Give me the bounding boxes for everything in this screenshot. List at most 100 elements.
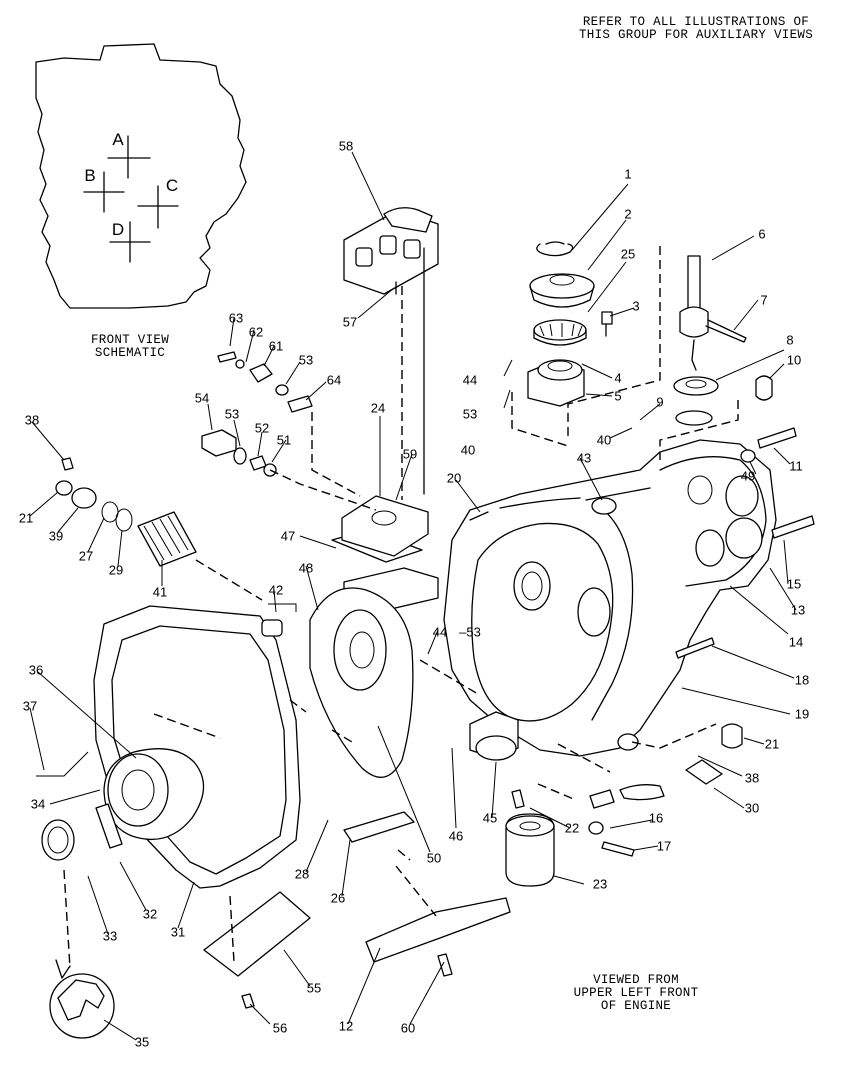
callout-59[interactable]: 59 bbox=[402, 446, 418, 462]
callout-44-center[interactable]: 44 bbox=[432, 624, 448, 640]
leader-lines bbox=[29, 151, 797, 1041]
callout-6[interactable]: 6 bbox=[758, 226, 766, 242]
flywheel-housing bbox=[443, 439, 777, 757]
view-note: VIEWED FROM UPPER LEFT FRONT OF ENGINE bbox=[556, 974, 716, 1013]
callout-7[interactable]: 7 bbox=[760, 292, 768, 308]
schematic-marker-c: C bbox=[165, 176, 179, 195]
callout-49[interactable]: 49 bbox=[740, 468, 756, 484]
callout-50[interactable]: 50 bbox=[426, 850, 442, 866]
callout-3[interactable]: 3 bbox=[632, 298, 640, 314]
callout-40-right[interactable]: 40 bbox=[596, 432, 612, 448]
callout-43[interactable]: 43 bbox=[576, 450, 592, 466]
callout-10[interactable]: 10 bbox=[786, 352, 802, 368]
callout-20[interactable]: 20 bbox=[446, 470, 462, 486]
callout-19[interactable]: 19 bbox=[794, 706, 810, 722]
header-note-line-2: THIS GROUP FOR AUXILIARY VIEWS bbox=[578, 28, 814, 42]
schematic-marker-a: A bbox=[112, 130, 124, 149]
callout-17[interactable]: 17 bbox=[656, 838, 672, 854]
callout-16[interactable]: 16 bbox=[648, 810, 664, 826]
callout-24[interactable]: 24 bbox=[370, 400, 386, 416]
callout-34[interactable]: 34 bbox=[30, 796, 46, 812]
callout-35[interactable]: 35 bbox=[134, 1034, 150, 1050]
callout-53-mid[interactable]: 53 bbox=[298, 352, 314, 368]
callout-61[interactable]: 61 bbox=[268, 338, 284, 354]
callout-29[interactable]: 29 bbox=[108, 562, 124, 578]
schematic-caption-line-1: FRONT VIEW bbox=[90, 333, 169, 347]
callout-18[interactable]: 18 bbox=[794, 672, 810, 688]
callout-47[interactable]: 47 bbox=[280, 528, 296, 544]
assembly-lines bbox=[63, 246, 739, 969]
callout-26[interactable]: 26 bbox=[330, 890, 346, 906]
view-note-line-3: OF ENGINE bbox=[600, 999, 672, 1013]
schematic-marker-d: D bbox=[111, 220, 125, 239]
detail-circle bbox=[49, 959, 115, 1039]
governor-parts bbox=[527, 241, 613, 407]
callout-14[interactable]: 14 bbox=[788, 634, 804, 650]
linkage-parts bbox=[673, 255, 773, 426]
schematic-caption-line-2: SCHEMATIC bbox=[94, 346, 166, 360]
callout-25[interactable]: 25 bbox=[620, 246, 636, 262]
callout-11[interactable]: 11 bbox=[789, 458, 803, 474]
callout-53-center-dash: – bbox=[459, 624, 467, 640]
callout-37[interactable]: 37 bbox=[22, 698, 38, 714]
callout-36[interactable]: 36 bbox=[28, 662, 44, 678]
callout-45[interactable]: 45 bbox=[482, 810, 498, 826]
callout-13[interactable]: 13 bbox=[790, 602, 806, 618]
callout-64[interactable]: 64 bbox=[326, 372, 342, 388]
schematic-marker-b: B bbox=[84, 166, 96, 185]
header-note: REFER TO ALL ILLUSTRATIONS OF THIS GROUP… bbox=[566, 16, 826, 42]
view-note-line-1: VIEWED FROM bbox=[593, 973, 679, 987]
callout-21-right[interactable]: 21 bbox=[764, 736, 780, 752]
callout-62[interactable]: 62 bbox=[248, 324, 264, 340]
callout-28[interactable]: 28 bbox=[294, 866, 310, 882]
callout-53-upper[interactable]: 53 bbox=[462, 406, 478, 422]
callout-53-center[interactable]: –53 bbox=[459, 625, 481, 640]
callout-48[interactable]: 48 bbox=[298, 560, 314, 576]
callout-38-right[interactable]: 38 bbox=[744, 770, 760, 786]
callout-51[interactable]: 51 bbox=[276, 432, 292, 448]
callout-60[interactable]: 60 bbox=[400, 1020, 416, 1036]
front-view-schematic bbox=[35, 43, 247, 309]
callout-53-lower[interactable]: 53 bbox=[224, 406, 240, 422]
callout-22[interactable]: 22 bbox=[564, 820, 580, 836]
pump-adapter bbox=[309, 495, 439, 778]
callout-4[interactable]: 4 bbox=[614, 370, 622, 386]
callout-12[interactable]: 12 bbox=[338, 1018, 354, 1034]
callout-44-upper[interactable]: 44 bbox=[462, 372, 478, 388]
callout-39[interactable]: 39 bbox=[48, 528, 64, 544]
callout-27[interactable]: 27 bbox=[78, 548, 94, 564]
callout-55[interactable]: 55 bbox=[306, 980, 322, 996]
schematic-caption: FRONT VIEW SCHEMATIC bbox=[70, 334, 190, 360]
callout-21-left[interactable]: 21 bbox=[18, 510, 34, 526]
left-case bbox=[41, 605, 301, 889]
callout-46[interactable]: 46 bbox=[448, 828, 464, 844]
callout-41[interactable]: 41 bbox=[152, 584, 168, 600]
small-parts-right bbox=[511, 427, 815, 857]
header-note-line-1: REFER TO ALL ILLUSTRATIONS OF bbox=[582, 15, 810, 29]
view-note-line-2: UPPER LEFT FRONT bbox=[573, 986, 699, 1000]
callout-31[interactable]: 31 bbox=[170, 924, 186, 940]
callout-30[interactable]: 30 bbox=[744, 800, 760, 816]
callout-42[interactable]: 42 bbox=[268, 582, 284, 598]
callout-23[interactable]: 23 bbox=[592, 876, 608, 892]
callout-52[interactable]: 52 bbox=[254, 420, 270, 436]
callout-9[interactable]: 9 bbox=[656, 394, 664, 410]
callout-1[interactable]: 1 bbox=[624, 166, 632, 182]
callout-58[interactable]: 58 bbox=[338, 138, 354, 154]
callout-32[interactable]: 32 bbox=[142, 906, 158, 922]
callout-15[interactable]: 15 bbox=[786, 576, 802, 592]
callout-56[interactable]: 56 bbox=[272, 1020, 288, 1036]
callout-33[interactable]: 33 bbox=[102, 928, 118, 944]
callout-8[interactable]: 8 bbox=[786, 332, 794, 348]
callout-54[interactable]: 54 bbox=[194, 390, 210, 406]
callout-5[interactable]: 5 bbox=[614, 388, 622, 404]
callout-40-left[interactable]: 40 bbox=[460, 442, 476, 458]
callout-53-center-number: 53 bbox=[466, 624, 481, 640]
callout-57[interactable]: 57 bbox=[342, 314, 358, 330]
callout-2[interactable]: 2 bbox=[624, 206, 632, 222]
callout-38-left[interactable]: 38 bbox=[24, 412, 40, 428]
lower-parts bbox=[203, 711, 555, 1009]
callout-63[interactable]: 63 bbox=[228, 310, 244, 326]
